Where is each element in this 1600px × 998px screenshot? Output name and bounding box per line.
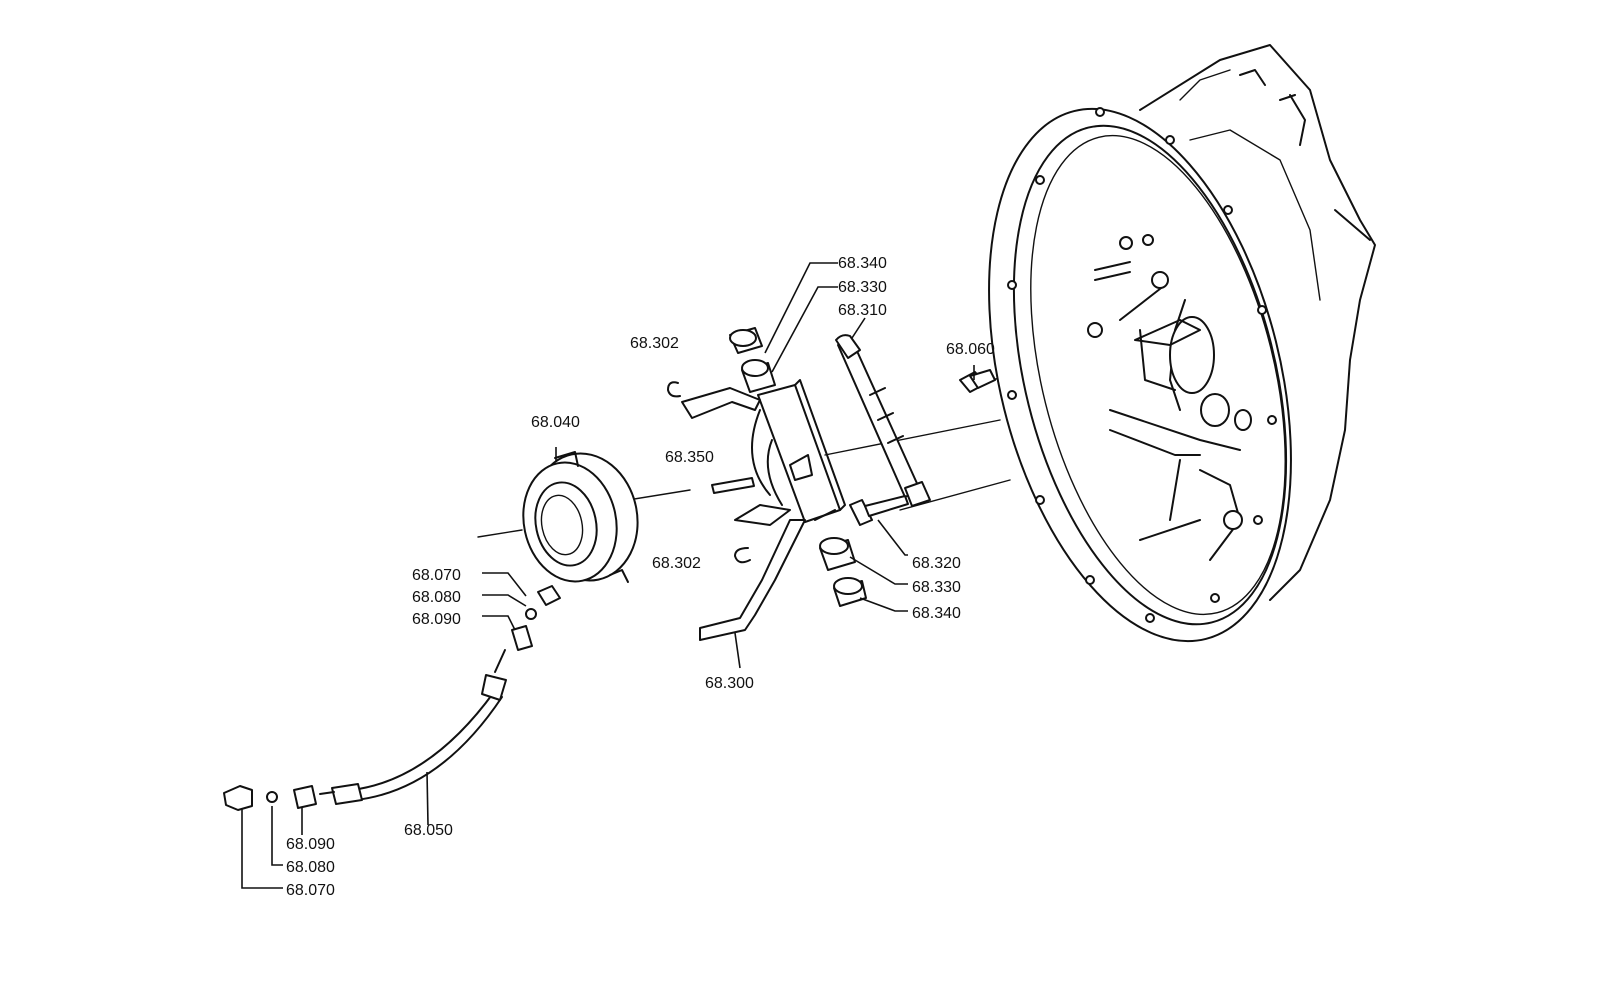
bush-68-330-top [741,359,776,393]
retaining-clip-top-68-302 [667,381,681,398]
label-68-300: 68.300 [705,675,754,692]
label-68-080-top: 68.080 [412,589,461,606]
label-68-060: 68.060 [946,341,995,358]
fitting-68-060 [959,369,996,393]
release-bearing-68-040 [522,451,639,583]
release-fork-68-300 [681,379,846,641]
bush-68-340-top [729,327,763,354]
label-68-080-bottom: 68.080 [286,859,335,876]
leader-lines [241,262,975,889]
pin-68-350 [711,477,755,494]
label-68-090-top: 68.090 [412,611,461,628]
hose-68-050 [319,674,507,805]
callout-labels: 68.340 68.330 68.310 68.302 68.060 68.04… [286,255,995,899]
release-shaft-68-310 [835,334,931,507]
label-68-302-top: 68.302 [630,335,679,352]
fittings-bottom [223,785,317,811]
label-68-070-top: 68.070 [412,567,461,584]
flange-bolt-holes [1007,107,1277,623]
label-68-340-top: 68.340 [838,255,887,272]
bush-68-330-bottom [819,537,856,571]
label-68-320: 68.320 [912,555,961,572]
label-68-340-bottom: 68.340 [912,605,961,622]
label-68-050: 68.050 [404,822,453,839]
label-68-070-bottom: 68.070 [286,882,335,899]
label-68-350: 68.350 [665,449,714,466]
label-68-310: 68.310 [838,302,887,319]
label-68-040: 68.040 [531,414,580,431]
label-68-302-bottom: 68.302 [652,555,701,572]
label-68-330-bottom: 68.330 [912,579,961,596]
bush-68-340-bottom [833,577,867,607]
fittings-top [494,585,561,673]
retaining-clip-bottom-68-302 [734,547,751,564]
bolt-68-320 [849,495,909,526]
label-68-090-bottom: 68.090 [286,836,335,853]
clutch-housing [988,44,1376,643]
label-68-330-top: 68.330 [838,279,887,296]
